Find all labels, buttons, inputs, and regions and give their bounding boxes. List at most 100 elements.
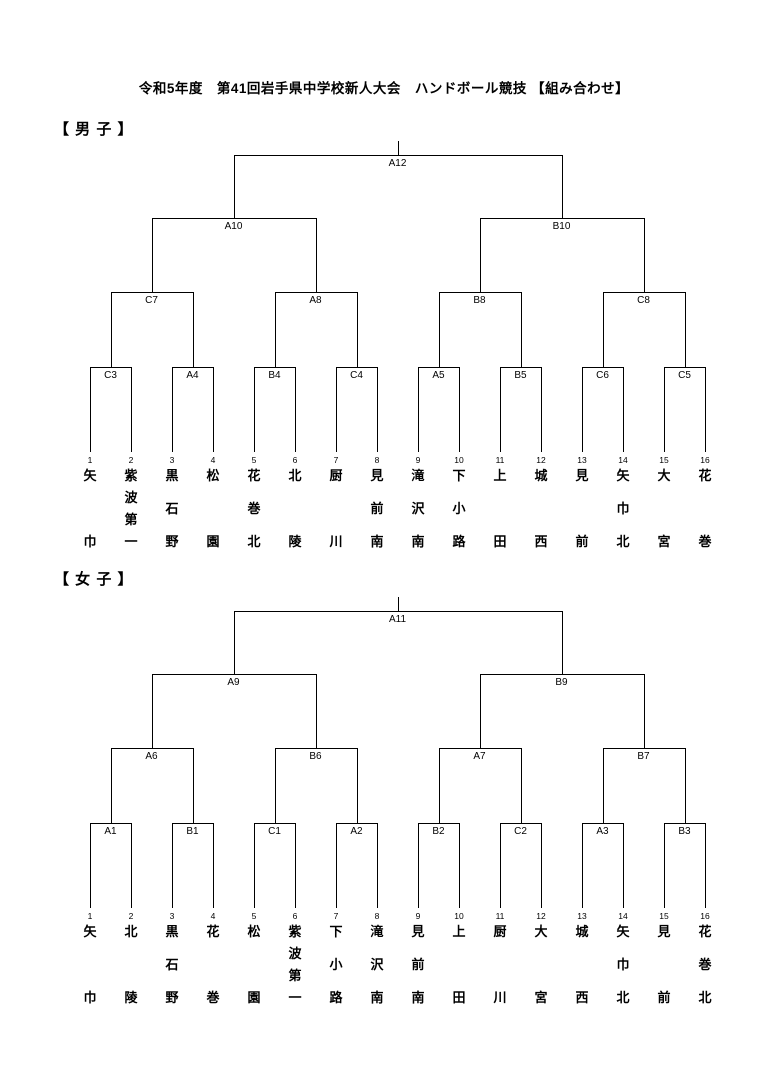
bracket-line bbox=[582, 823, 583, 908]
seed-number: 13 bbox=[577, 911, 587, 921]
bracket-line bbox=[315, 674, 317, 749]
team-name-char: 沢 bbox=[411, 501, 425, 516]
team-name: 矢巾 bbox=[79, 469, 101, 549]
team-name-char: 見 bbox=[370, 468, 384, 483]
seed-number: 13 bbox=[577, 455, 587, 465]
seed-number: 7 bbox=[333, 455, 339, 465]
match-label: A3 bbox=[584, 826, 621, 838]
team-name-char: 陵 bbox=[288, 534, 302, 549]
team-name-char: 北 bbox=[288, 468, 302, 483]
bracket-line bbox=[500, 823, 542, 824]
team-name: 花巻北 bbox=[694, 925, 716, 1005]
bracket-line bbox=[705, 367, 706, 452]
match-label: A6 bbox=[133, 751, 170, 763]
bracket-line bbox=[110, 292, 112, 368]
team-name: 紫波第一 bbox=[284, 925, 306, 1005]
seed-number: 10 bbox=[454, 455, 464, 465]
team-name: 紫波第一 bbox=[120, 469, 142, 549]
team-name-char: 上 bbox=[452, 924, 466, 939]
team-name: 見前南 bbox=[366, 469, 388, 549]
seed-number: 6 bbox=[292, 911, 298, 921]
match-label: C2 bbox=[502, 826, 539, 838]
bracket-line bbox=[233, 155, 563, 156]
team-name-char: 南 bbox=[411, 534, 425, 549]
bracket-line bbox=[192, 292, 194, 368]
match-label: C1 bbox=[256, 826, 293, 838]
bracket-line bbox=[336, 367, 378, 368]
team-name: 大宮 bbox=[530, 925, 552, 1005]
team-name: 城西 bbox=[530, 469, 552, 549]
match-label: A7 bbox=[461, 751, 498, 763]
bracket-line bbox=[90, 367, 132, 368]
team-name-char: 野 bbox=[165, 990, 179, 1005]
team-name-char: 花 bbox=[698, 924, 712, 939]
team-name-char: 西 bbox=[534, 534, 548, 549]
match-label: C5 bbox=[666, 370, 703, 382]
match-label: A9 bbox=[215, 677, 252, 689]
seed-number: 9 bbox=[415, 911, 421, 921]
match-label: B6 bbox=[297, 751, 334, 763]
bracket-line bbox=[643, 674, 645, 749]
bracket-line bbox=[602, 748, 604, 824]
match-label: B3 bbox=[666, 826, 703, 838]
team-name-char: 一 bbox=[288, 990, 302, 1005]
team-name: 厨川 bbox=[489, 925, 511, 1005]
section-header-boys: 【 男 子 】 bbox=[54, 121, 134, 138]
team-name-char: 黒 bbox=[165, 468, 179, 483]
team-name-char: 巻 bbox=[247, 501, 261, 516]
team-name-char: 宮 bbox=[657, 534, 671, 549]
bracket-line bbox=[131, 367, 132, 452]
team-name-char: 厨 bbox=[493, 924, 507, 939]
team-name: 上田 bbox=[448, 925, 470, 1005]
seed-number: 11 bbox=[495, 911, 505, 921]
team-name: 黒石野 bbox=[161, 469, 183, 549]
team-name-char: 川 bbox=[329, 534, 343, 549]
bracket-line bbox=[561, 611, 563, 675]
team-name: 北陵 bbox=[120, 925, 142, 1005]
bracket-line bbox=[602, 292, 604, 368]
team-name-char: 川 bbox=[493, 990, 507, 1005]
bracket-line bbox=[438, 748, 522, 749]
bracket-line bbox=[623, 823, 624, 908]
seed-number: 7 bbox=[333, 911, 339, 921]
bracket-line bbox=[172, 823, 173, 908]
match-label: A12 bbox=[379, 158, 416, 170]
match-label: A1 bbox=[92, 826, 129, 838]
bracket-line bbox=[151, 218, 153, 293]
bracket-line bbox=[520, 748, 522, 824]
match-label: A2 bbox=[338, 826, 375, 838]
team-name-char: 黒 bbox=[165, 924, 179, 939]
bracket-line bbox=[131, 823, 132, 908]
team-name: 松園 bbox=[243, 925, 265, 1005]
team-name-char: 松 bbox=[206, 468, 220, 483]
match-label: A8 bbox=[297, 295, 334, 307]
team-name-char: 巻 bbox=[206, 990, 220, 1005]
team-name: 見前 bbox=[653, 925, 675, 1005]
team-name-char: 大 bbox=[657, 468, 671, 483]
seed-number: 4 bbox=[210, 455, 216, 465]
bracket-line bbox=[90, 823, 91, 908]
bracket-line bbox=[418, 823, 419, 908]
team-name-char: 巾 bbox=[83, 534, 97, 549]
team-name-char: 巻 bbox=[698, 957, 712, 972]
bracket-line bbox=[295, 367, 296, 452]
match-label: B9 bbox=[543, 677, 580, 689]
team-name-char: 園 bbox=[206, 534, 220, 549]
bracket-line bbox=[397, 141, 399, 156]
match-label: B8 bbox=[461, 295, 498, 307]
team-name-char: 花 bbox=[698, 468, 712, 483]
seed-number: 4 bbox=[210, 911, 216, 921]
team-name: 矢巾北 bbox=[612, 925, 634, 1005]
seed-number: 3 bbox=[169, 911, 175, 921]
team-name-char: 下 bbox=[329, 924, 343, 939]
team-name-char: 陵 bbox=[124, 990, 138, 1005]
match-label: A5 bbox=[420, 370, 457, 382]
